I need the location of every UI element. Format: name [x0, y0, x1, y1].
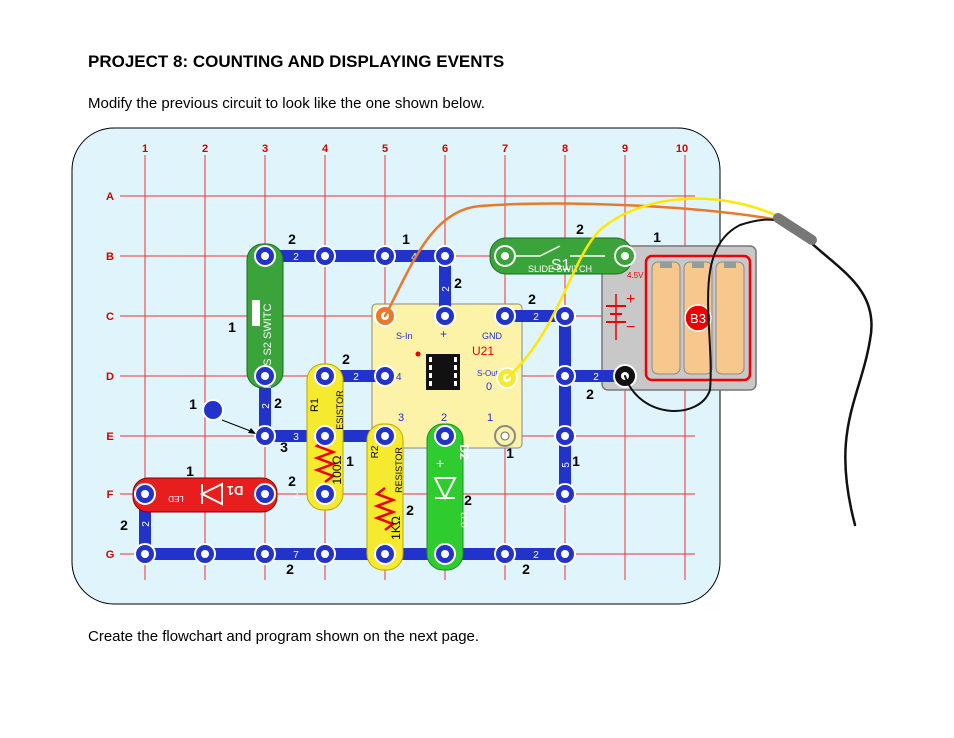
row-label: C — [106, 311, 114, 323]
level-label: 1 — [346, 453, 354, 469]
r1-ref-label: R1 — [309, 398, 321, 412]
wire-number: 2 — [593, 372, 599, 383]
row-label: A — [106, 191, 114, 203]
level-label: 2 — [528, 291, 536, 307]
level-label: 2 — [464, 492, 472, 508]
level-label: 2 — [454, 275, 462, 291]
level-label: 1 — [506, 445, 514, 461]
col-label: 4 — [322, 143, 329, 155]
level-label: 1 — [653, 229, 661, 245]
level-label: 1 — [572, 453, 580, 469]
r1-value-label: 100Ω — [330, 455, 344, 484]
col-label: 9 — [622, 143, 628, 155]
wire-number: 5 — [561, 462, 572, 468]
level-label: 2 — [522, 561, 530, 577]
col-label: 2 — [202, 143, 208, 155]
col-label: 8 — [562, 143, 568, 155]
wire-number: 2 — [353, 372, 359, 383]
battery-ref-label: B3 — [690, 311, 706, 326]
u21-pin-sout: S-Out — [477, 369, 499, 378]
col-label: 10 — [676, 143, 688, 155]
d1-name-label: LED — [168, 494, 184, 503]
u21-pin-2: 2 — [441, 412, 447, 424]
battery-plus-label: + — [626, 291, 635, 308]
battery-minus-label: − — [626, 319, 635, 336]
row-label: E — [106, 431, 113, 443]
level-label: 2 — [288, 231, 296, 247]
col-label: 6 — [442, 143, 448, 155]
level-label: 2 — [406, 502, 414, 518]
u21-ref-label: U21 — [472, 344, 494, 358]
u21-pin-zero: 0 — [486, 381, 492, 393]
level-label: 2 — [288, 473, 296, 489]
level-labels: 2 1 2 1 2 2 2 1 2 3 2 1 1 2 2 1 1 2 2 2 … — [120, 221, 661, 577]
slide-switch-s1: S1 SLIDE SWITCH — [489, 237, 633, 275]
wire-number: 7 — [293, 550, 299, 561]
u21-pin-3: 3 — [398, 412, 404, 424]
next-step-text: Create the flowchart and program shown o… — [88, 628, 480, 645]
r2-ref-label: R2 — [370, 445, 381, 458]
r1-name-label: ESISTOR — [335, 390, 345, 430]
row-label: D — [106, 371, 114, 383]
wire-number: 2 — [261, 403, 272, 409]
wire-number: 2 — [533, 312, 539, 323]
u21-pin-gnd: GND — [482, 331, 503, 341]
col-label: 5 — [382, 143, 388, 155]
level-label: 2 — [274, 395, 282, 411]
r2-value-label: 1KΩ — [389, 516, 403, 540]
snap-posts — [134, 245, 637, 565]
d1-ref-label: D1 — [227, 483, 244, 498]
level-label: 2 — [120, 517, 128, 533]
resistor-r2: R2 RESISTOR 1KΩ — [366, 423, 404, 571]
s1-name-label: SLIDE SWITCH — [528, 264, 592, 274]
row-label: G — [106, 549, 115, 561]
d2-name-label: LED — [459, 512, 468, 528]
col-label: 1 — [142, 143, 148, 155]
d2-plus-label: + — [436, 455, 444, 471]
row-label: B — [106, 251, 114, 263]
u21-pin-1: 1 — [487, 412, 493, 424]
level-label: 2 — [586, 386, 594, 402]
pointer-arrowhead — [248, 428, 256, 434]
wire-number: 2 — [533, 550, 539, 561]
wire-number: 2 — [293, 252, 299, 263]
s1-ref-label: S1 — [551, 257, 571, 274]
r2-name-label: RESISTOR — [394, 447, 404, 493]
wire-number: 2 — [293, 490, 299, 501]
level-label: 1 — [228, 319, 236, 335]
u21-pin-4: 4 — [396, 372, 402, 383]
press-switch-s2: RESS S2 SWITC — [246, 243, 284, 389]
level-label: 3 — [280, 439, 288, 455]
pointer-arrow — [221, 419, 254, 433]
instruction-text: Modify the previous circuit to look like… — [88, 95, 485, 112]
col-label: 7 — [502, 143, 508, 155]
level-label: 1 — [189, 396, 197, 412]
level-label: 2 — [576, 221, 584, 237]
page-title: PROJECT 8: COUNTING AND DISPLAYING EVENT… — [88, 52, 505, 71]
led-d1: D1 LED — [132, 477, 278, 513]
d2-ref-label: D2 — [457, 444, 471, 460]
level-label: 2 — [286, 561, 294, 577]
level-label: 2 — [342, 351, 350, 367]
resistor-r1: R1 ESISTOR 100Ω — [306, 363, 345, 511]
module-u21: U21 S-In GND S-Out + 0 3 2 1 4 — [371, 303, 523, 449]
wire-number: 2 — [441, 286, 452, 292]
led-d2: D2 + LED — [426, 423, 471, 571]
row-letters: A B C D E F G — [106, 191, 115, 561]
column-numbers: 1 2 3 4 5 6 7 8 9 10 — [142, 143, 688, 155]
u21-pin-plus: + — [440, 327, 447, 341]
wire-number: 2 — [141, 521, 152, 527]
wire-number: 3 — [293, 432, 299, 443]
col-label: 3 — [262, 143, 268, 155]
u21-pin-sin: S-In — [396, 331, 413, 341]
row-label: F — [107, 489, 114, 501]
battery-holder-b3: B3 4.5V + − — [601, 245, 757, 391]
jumper-wires — [383, 197, 873, 527]
level-label: 1 — [186, 463, 194, 479]
battery-voltage-label: 4.5V — [627, 271, 644, 280]
level-label: 1 — [402, 231, 410, 247]
